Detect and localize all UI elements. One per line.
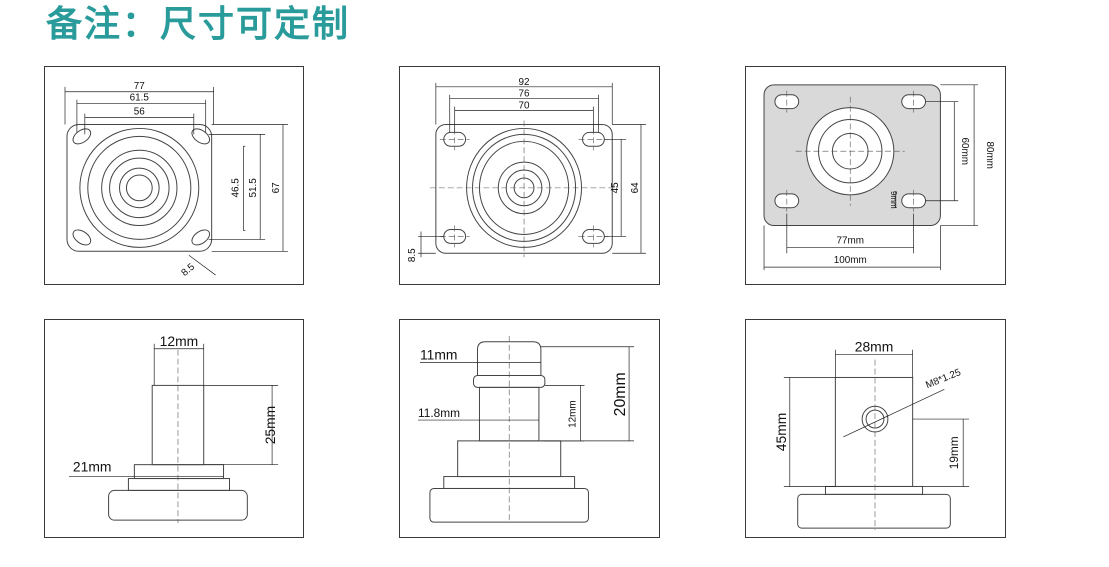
dim-60mm: 60mm — [959, 137, 970, 164]
dim-12mm: 12mm — [568, 400, 579, 427]
dim-12mm: 12mm — [160, 333, 199, 349]
dim-77mm: 77mm — [836, 235, 863, 246]
center-bore — [125, 174, 153, 202]
plate-outline — [66, 123, 213, 252]
slot-hole-top-right — [191, 128, 211, 145]
dim-21mm: 21mm — [73, 459, 112, 475]
dim-56: 56 — [134, 107, 146, 118]
dim-80mm: 80mm — [984, 141, 995, 168]
dim-61-5: 61.5 — [130, 93, 150, 104]
base-pad — [797, 493, 951, 529]
drawing-top-plate-rect: 92 76 70 45 64 8.5 — [399, 66, 660, 285]
dim-11-8mm: 11.8mm — [418, 406, 460, 420]
dim-m8-thread: M8*1.25 — [924, 367, 963, 391]
dim-45: 45 — [610, 182, 621, 194]
dim-11mm: 11mm — [420, 347, 457, 363]
drawing-stem-groove: 11mm 11.8mm 12mm 20mm — [399, 319, 660, 538]
drawing-stem-side: 12mm 25mm 21mm — [44, 319, 304, 538]
dim-67: 67 — [271, 182, 282, 193]
dim-8-5: 8.5 — [179, 261, 197, 279]
dim-46-5: 46.5 — [230, 178, 241, 198]
dim-51-5: 51.5 — [248, 178, 259, 198]
dim-20mm: 20mm — [612, 372, 629, 416]
dim-8-5: 8.5 — [407, 248, 418, 262]
slot-hole-top-left — [72, 128, 92, 145]
dim-76: 76 — [519, 89, 531, 100]
dim-100mm: 100mm — [834, 255, 867, 266]
dim-28mm: 28mm — [855, 339, 894, 355]
drawing-mount-plate: 80mm 60mm 9mm 77mm 100mm — [745, 66, 1006, 285]
dim-25mm: 25mm — [262, 406, 278, 445]
dim-77: 77 — [134, 81, 145, 92]
outer-ring — [79, 127, 200, 248]
dim-45mm: 45mm — [773, 413, 789, 452]
slot-hole-bottom-right — [191, 229, 211, 246]
stem-cap — [476, 341, 542, 376]
dim-70: 70 — [519, 101, 531, 112]
drawing-top-plate-square: 77 61.5 56 46.5 51.5 67 8.5 — [44, 66, 304, 285]
drawing-threaded-block: 28mm M8*1.25 45mm 19mm — [745, 319, 1006, 538]
slot-hole-bottom-left — [72, 229, 92, 246]
dim-19mm: 19mm — [947, 436, 961, 469]
dim-64: 64 — [630, 182, 641, 194]
dim-9mm: 9mm — [889, 191, 898, 209]
dim-92: 92 — [519, 77, 530, 88]
page-title: 备注：尺寸可定制 — [46, 4, 351, 45]
